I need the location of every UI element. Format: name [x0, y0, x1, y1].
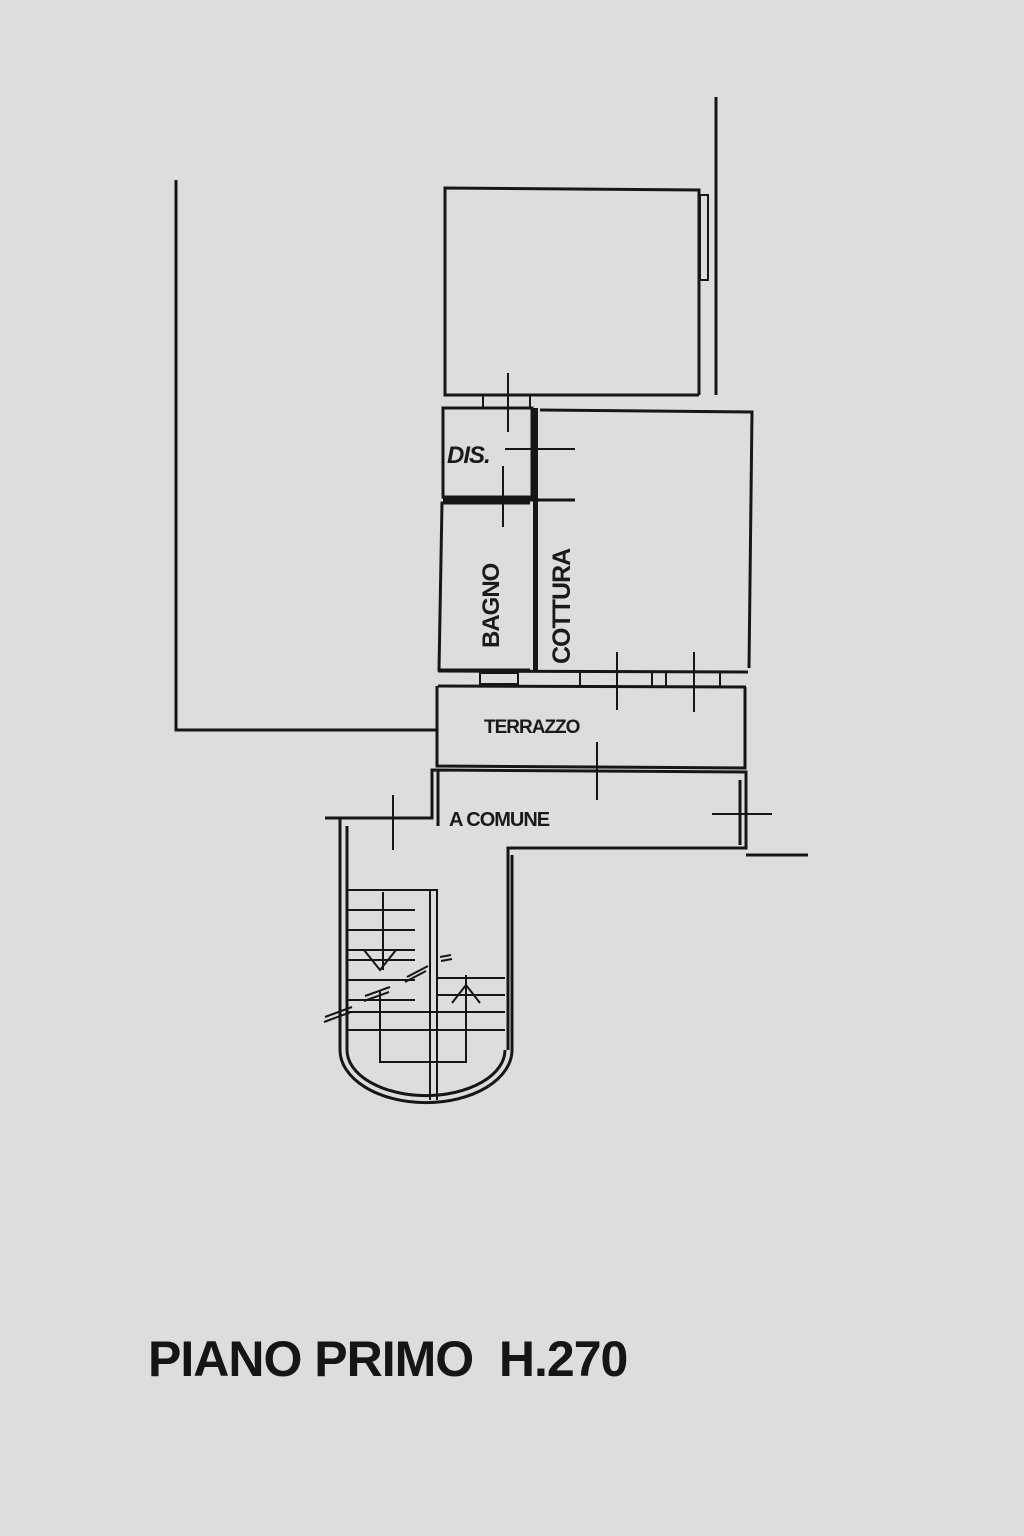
label-terrazzo: TERRAZZO	[484, 717, 580, 738]
terrazzo-wall	[437, 652, 749, 712]
outer-walls	[174, 97, 718, 732]
label-a-comune: A COMUNE	[449, 809, 550, 831]
terrazzo-room	[435, 686, 747, 800]
plan-title: PIANO PRIMO H.270	[148, 1331, 628, 1387]
top-room	[443, 186, 709, 432]
label-bagno: BAGNO	[478, 563, 505, 648]
cottura-room	[539, 408, 754, 669]
common-area	[325, 768, 808, 1050]
label-cottura: COTTURA	[548, 548, 576, 664]
label-dis: DIS.	[447, 442, 490, 469]
window-icon	[699, 194, 709, 281]
staircase	[323, 818, 514, 1105]
up-arrow-icon	[451, 983, 481, 1004]
dis-room	[441, 406, 575, 670]
